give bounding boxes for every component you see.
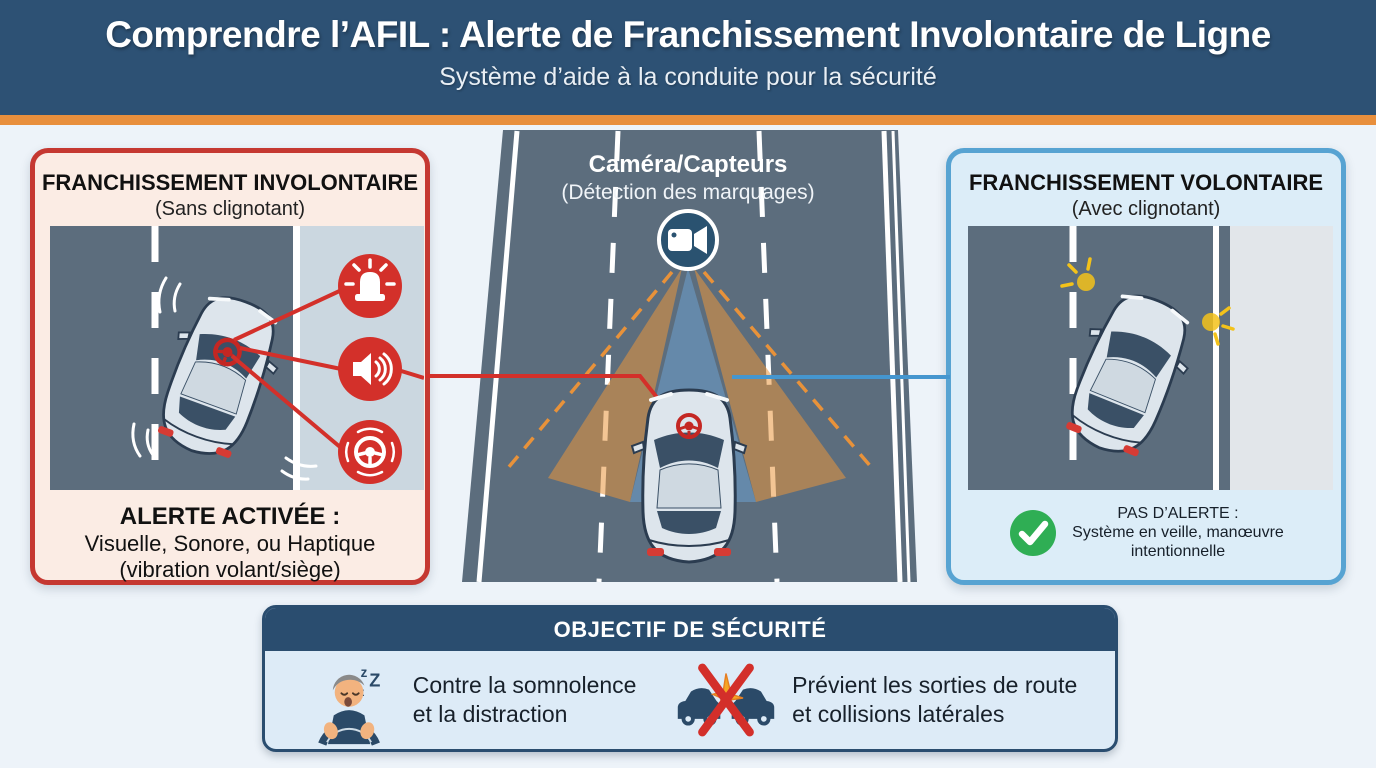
- header-banner: Comprendre l’AFIL : Alerte de Franchisse…: [0, 0, 1376, 115]
- panel-left-title: FRANCHISSEMENT INVOLONTAIRE: [41, 170, 419, 195]
- no-alert-line2: intentionnelle: [1130, 542, 1226, 560]
- collision-text: Prévient les sorties de route et collisi…: [792, 672, 1078, 727]
- drowsy-driver-icon: z Z z: [317, 665, 380, 746]
- collision-item: Prévient les sorties de route et collisi…: [674, 660, 1077, 740]
- road-surface: [462, 130, 917, 582]
- camera-label-subtitle: (Détection des marquages): [561, 181, 814, 204]
- panel-left-subtitle: (Sans clignotant): [154, 198, 306, 220]
- alert-caption: ALERTE ACTIVÉE : Visuelle, Sonore, ou Ha…: [35, 503, 425, 583]
- somnolence-item: z Z z Contre la somnolence et la distrac…: [303, 654, 637, 746]
- vibration-arcs: [131, 276, 318, 481]
- safety-objective-body: z Z z Contre la somnolence et la distrac…: [265, 651, 1115, 749]
- no-alert-line1: Système en veille, manœuvre: [1072, 523, 1284, 541]
- camera-label-title: Caméra/Capteurs: [589, 151, 788, 178]
- safety-objective-title: OBJECTIF DE SÉCURITÉ: [553, 616, 827, 642]
- camera-icon: [657, 209, 719, 271]
- alert-caption-title: ALERTE ACTIVÉE :: [119, 503, 341, 530]
- alert-caption-line1: Visuelle, Sonore, ou Haptique: [84, 531, 376, 557]
- svg-text:z: z: [360, 665, 367, 680]
- alert-caption-line2: (vibration volant/siège): [119, 557, 341, 583]
- alert-connector-lines: [230, 286, 424, 454]
- turn-indicator-flashes: [1060, 257, 1235, 346]
- alert-connector-red: [426, 374, 672, 416]
- panel-voluntary-crossing: FRANCHISSEMENT VOLONTAIRE (Avec clignota…: [946, 148, 1346, 585]
- panel-right-title: FRANCHISSEMENT VOLONTAIRE: [968, 170, 1324, 195]
- no-alert-caption: PAS D’ALERTE : Système en veille, manœuv…: [951, 505, 1341, 562]
- panel-right-subtitle: (Avec clignotant): [1071, 198, 1221, 220]
- siren-alert-icon: [338, 254, 402, 318]
- page-subtitle: Système d’aide à la conduite pour la séc…: [439, 63, 937, 91]
- monitored-car: [630, 388, 748, 564]
- page-title: Comprendre l’AFIL : Alerte de Franchisse…: [105, 14, 1271, 55]
- green-checkmark-icon: [1010, 510, 1057, 557]
- svg-text:Z: Z: [369, 671, 380, 691]
- involuntary-crossing-illustration: [50, 226, 424, 490]
- safety-objective-box: OBJECTIF DE SÉCURITÉ z Z z: [262, 605, 1118, 752]
- steering-vibration-icon: [338, 420, 402, 484]
- accent-divider: [0, 115, 1376, 125]
- collision-crossed-out-icon: [677, 663, 775, 737]
- speaker-sound-icon: [338, 337, 402, 401]
- somnolence-text: Contre la somnolence et la distraction: [412, 672, 637, 727]
- panel-involuntary-crossing: FRANCHISSEMENT INVOLONTAIRE (Sans cligno…: [30, 148, 430, 585]
- detection-beams: [506, 268, 874, 502]
- no-alert-title: PAS D’ALERTE :: [1117, 505, 1239, 522]
- safety-objective-header: OBJECTIF DE SÉCURITÉ: [265, 608, 1115, 651]
- voluntary-crossing-illustration: [968, 226, 1333, 490]
